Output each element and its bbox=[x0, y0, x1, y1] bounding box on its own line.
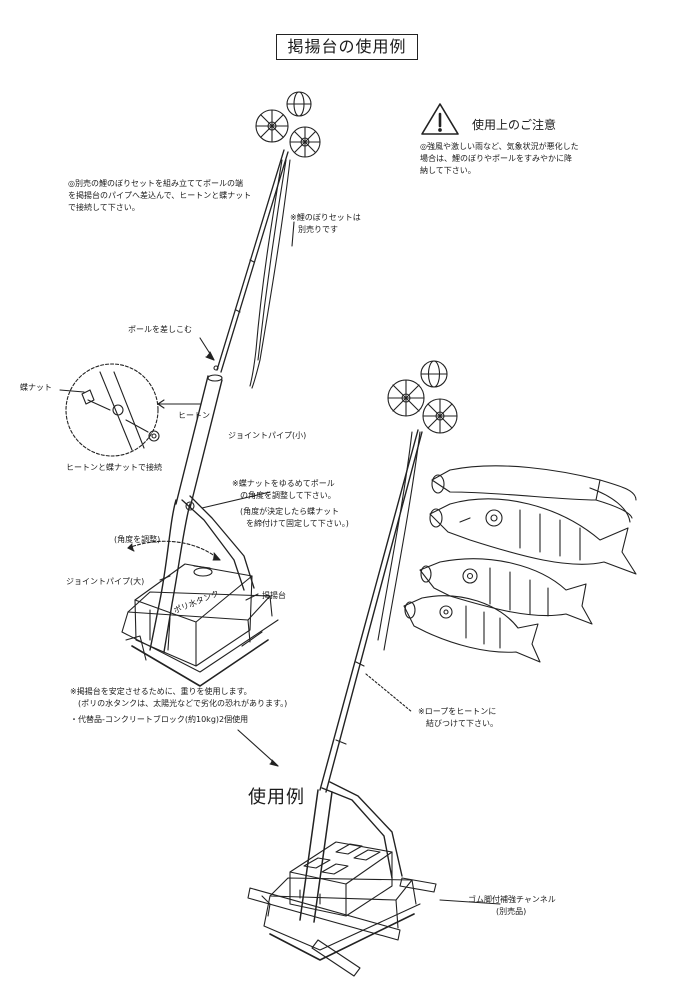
right-pole-assembly bbox=[237, 360, 637, 977]
caution-line: 納して下さい。 bbox=[420, 166, 476, 175]
carp-fish-icon bbox=[429, 498, 637, 575]
sold-separately-note: ※鯉のぼりセットは 別売りです bbox=[290, 212, 361, 236]
weight-note: ※掲揚台を安定させるために、重りを使用します。 (ポリの水タンクは、太陽光などで… bbox=[70, 686, 287, 726]
weight-note-line: ※掲揚台を安定させるために、重りを使用します。 bbox=[70, 687, 252, 696]
sold-separately-line: 別売りです bbox=[298, 225, 338, 234]
page-title: 掲揚台の使用例 bbox=[276, 34, 418, 60]
weight-note-line: (ポリの水タンクは、太陽光などで劣化の恐れがあります。) bbox=[78, 699, 288, 708]
caution-text: ◎強風や激しい雨など、気象状況が悪化した 場合は、鯉のぼりやポールをすみやかに降… bbox=[420, 141, 625, 177]
assembly-note: ◎別売の鯉のぼりセットを組み立ててポールの端 を掲揚台のパイプへ差込んで、ヒート… bbox=[68, 178, 251, 214]
assembly-note-line: を掲揚台のパイプへ差込んで、ヒートンと蝶ナット bbox=[68, 191, 252, 200]
angle-label: (角度を調整) bbox=[114, 535, 161, 544]
channel-bar-icon bbox=[247, 877, 437, 977]
pinwheel-icon bbox=[387, 379, 458, 434]
angle-adjust-line: (角度が決定したら蝶ナット bbox=[240, 507, 340, 516]
channel-note-line: (別売品) bbox=[496, 907, 527, 916]
carp-fish-icon bbox=[403, 595, 541, 663]
weight-note-line: ・代替品-コンクリートブロック(約10kg)2個使用 bbox=[70, 715, 249, 724]
eye-bolt-label: ヒートン bbox=[178, 411, 210, 420]
warning-icon bbox=[421, 103, 459, 135]
rope-note-line: 結びつけて下さい。 bbox=[426, 719, 498, 728]
water-tank-icon bbox=[134, 563, 253, 667]
ball-ornament-icon bbox=[420, 360, 448, 388]
assembly-note-line: で接続して下さい。 bbox=[68, 203, 140, 212]
angle-adjust-line: の角度を調整して下さい。 bbox=[240, 491, 336, 500]
caution-line: 場合は、鯉のぼりやポールをすみやかに降 bbox=[420, 154, 572, 163]
angle-adjust-line: を締付けて固定して下さい。) bbox=[246, 519, 349, 528]
concrete-block-icon bbox=[289, 841, 393, 917]
ball-ornament-icon bbox=[286, 91, 312, 117]
channel-note-line: ゴム脚付補強チャンネル bbox=[468, 895, 556, 904]
wing-nut-label: 蝶ナット bbox=[20, 383, 52, 392]
joint-pipe-large-label: ジョイントパイプ(大) bbox=[66, 577, 145, 586]
insert-pole-label: ポールを差しこむ bbox=[128, 325, 192, 334]
assembly-note-line: ◎別売の鯉のぼりセットを組み立ててポールの端 bbox=[68, 179, 243, 188]
angle-adjust-note: ※蝶ナットをゆるめてポール の角度を調整して下さい。 (角度が決定したら蝶ナット… bbox=[232, 478, 349, 530]
angle-adjust-line: ※蝶ナットをゆるめてポール bbox=[232, 479, 335, 488]
caution-title: 使用上のご注意 bbox=[472, 118, 557, 132]
channel-note: ゴム脚付補強チャンネル (別売品) bbox=[468, 894, 556, 918]
carp-fish-icon bbox=[419, 558, 593, 625]
rope-note: ※ロープをヒートンに 結びつけて下さい。 bbox=[418, 706, 498, 730]
rope-note-line: ※ロープをヒートンに bbox=[418, 707, 497, 716]
left-pole-assembly bbox=[59, 91, 321, 687]
pinwheel-icon bbox=[255, 109, 321, 158]
usage-example-heading: 使用例 bbox=[248, 787, 305, 808]
caution-line: ◎強風や激しい雨など、気象状況が悪化した bbox=[420, 142, 579, 151]
connect-detail-label: ヒートンと蝶ナットで接続 bbox=[66, 463, 162, 472]
carp-streamer-icon bbox=[431, 465, 637, 523]
joint-pipe-small-label: ジョイントパイプ(小) bbox=[228, 431, 307, 440]
sold-separately-line: ※鯉のぼりセットは bbox=[290, 213, 361, 222]
stand-label: 掲揚台 bbox=[262, 591, 286, 600]
